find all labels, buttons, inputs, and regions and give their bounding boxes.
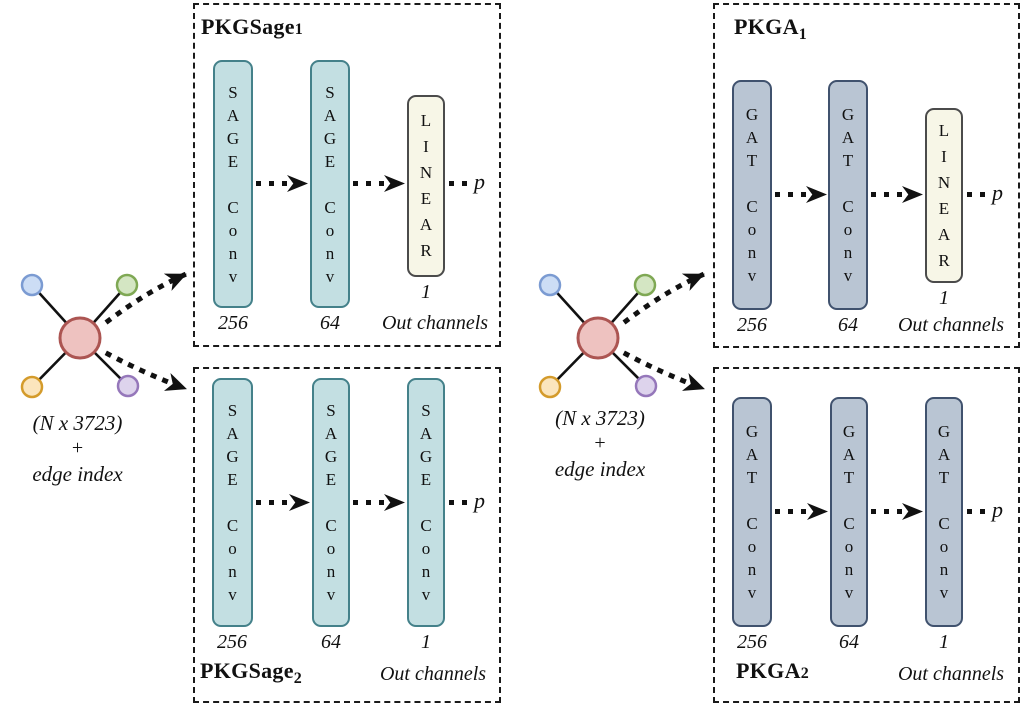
output-p-label: p (992, 497, 1003, 522)
graph-node-purple (634, 374, 658, 398)
fanout-arrow-bottom (104, 350, 188, 392)
model-title-pkgsage1: PKGSage1 (201, 14, 303, 40)
layer-gatconv-2: G A T C o n v (830, 397, 868, 627)
model-box-pkga1 (713, 3, 1020, 348)
title-suffix: 1 (294, 21, 304, 38)
out-channels-label: Out channels (381, 312, 489, 334)
arrow-dots (871, 509, 903, 514)
graph-node-orange (538, 375, 562, 399)
arrow-dots (353, 500, 385, 505)
model-title-pkga1: PKGA1 (734, 14, 808, 43)
model-box-pkga2 (713, 367, 1020, 703)
layer-sageconv-1: S A G E C o n v (213, 60, 253, 308)
arrow-dots (256, 181, 288, 186)
title-suffix: 1 (798, 26, 808, 43)
graph-node-green (115, 273, 139, 297)
layer-sageconv-3: S A G E C o n v (407, 378, 445, 627)
input-graph-left (20, 271, 188, 399)
channels-label: 1 (421, 631, 431, 653)
out-channels-label: Out channels (379, 663, 487, 685)
channels-label: 64 (321, 631, 341, 653)
title-base: PKGA (734, 14, 799, 39)
layer-linear: L I N E A R (407, 95, 445, 277)
input-label-left: (N x 3723) + edge index (10, 410, 145, 488)
layer-linear: L I N E A R (925, 108, 963, 283)
model-title-pkga2: PKGA2 (736, 658, 809, 684)
output-dots (967, 509, 987, 514)
layer-sageconv-2: S A G E C o n v (312, 378, 350, 627)
layer-gatconv-1: G A T C o n v (732, 80, 772, 310)
graph-node-green (633, 273, 657, 297)
channels-label: 1 (939, 631, 949, 653)
title-suffix: 2 (800, 665, 810, 682)
output-p-label: p (474, 488, 485, 513)
layer-gatconv-3: G A T C o n v (925, 397, 963, 627)
output-p-label: p (474, 169, 485, 194)
layer-gatconv-1: G A T C o n v (732, 397, 772, 627)
out-channels-label: Out channels (897, 663, 1005, 685)
channels-label: 1 (939, 287, 949, 309)
channels-label: 64 (838, 314, 858, 336)
channels-label: 256 (218, 312, 248, 334)
plus-text: + (594, 432, 606, 455)
title-base: PKGSage (200, 658, 294, 683)
arrow-dots (871, 192, 903, 197)
title-base: PKGA (736, 658, 801, 683)
layer-gatconv-2: G A T C o n v (828, 80, 868, 310)
channels-label: 1 (421, 281, 431, 303)
arrow-dots (775, 509, 807, 514)
input-shape-text: (N x 3723) (555, 406, 645, 430)
graph-center-node (576, 316, 620, 360)
output-dots (449, 181, 469, 186)
output-dots (449, 500, 469, 505)
arrow-dots (256, 500, 288, 505)
graph-node-blue (20, 273, 44, 297)
layer-sageconv-2: S A G E C o n v (310, 60, 350, 308)
channels-label: 256 (217, 631, 247, 653)
input-label-right: (N x 3723) + edge index (532, 405, 668, 483)
channels-label: 64 (320, 312, 340, 334)
graph-center-node (58, 316, 102, 360)
fanout-arrow-bottom (622, 350, 706, 392)
output-dots (967, 192, 987, 197)
arrow-dots (353, 181, 385, 186)
input-shape-text: (N x 3723) (32, 411, 123, 435)
title-suffix: 2 (293, 670, 303, 687)
model-title-pkgsage2: PKGSage2 (200, 658, 303, 687)
channels-label: 64 (839, 631, 859, 653)
edge-index-text: edge index (32, 462, 123, 487)
arrow-dots (775, 192, 807, 197)
input-graph-right (538, 271, 706, 399)
plus-text: + (71, 437, 84, 460)
graph-node-blue (538, 273, 562, 297)
model-box-pkgsage2 (193, 367, 501, 703)
channels-label: 256 (737, 631, 767, 653)
output-p-label: p (992, 180, 1003, 205)
layer-sageconv-1: S A G E C o n v (212, 378, 253, 627)
edge-index-text: edge index (554, 457, 646, 482)
title-base: PKGSage (201, 14, 295, 39)
graph-node-orange (20, 375, 44, 399)
channels-label: 256 (737, 314, 767, 336)
out-channels-label: Out channels (897, 314, 1005, 336)
graph-node-purple (116, 374, 140, 398)
model-box-pkgsage1 (193, 3, 501, 347)
